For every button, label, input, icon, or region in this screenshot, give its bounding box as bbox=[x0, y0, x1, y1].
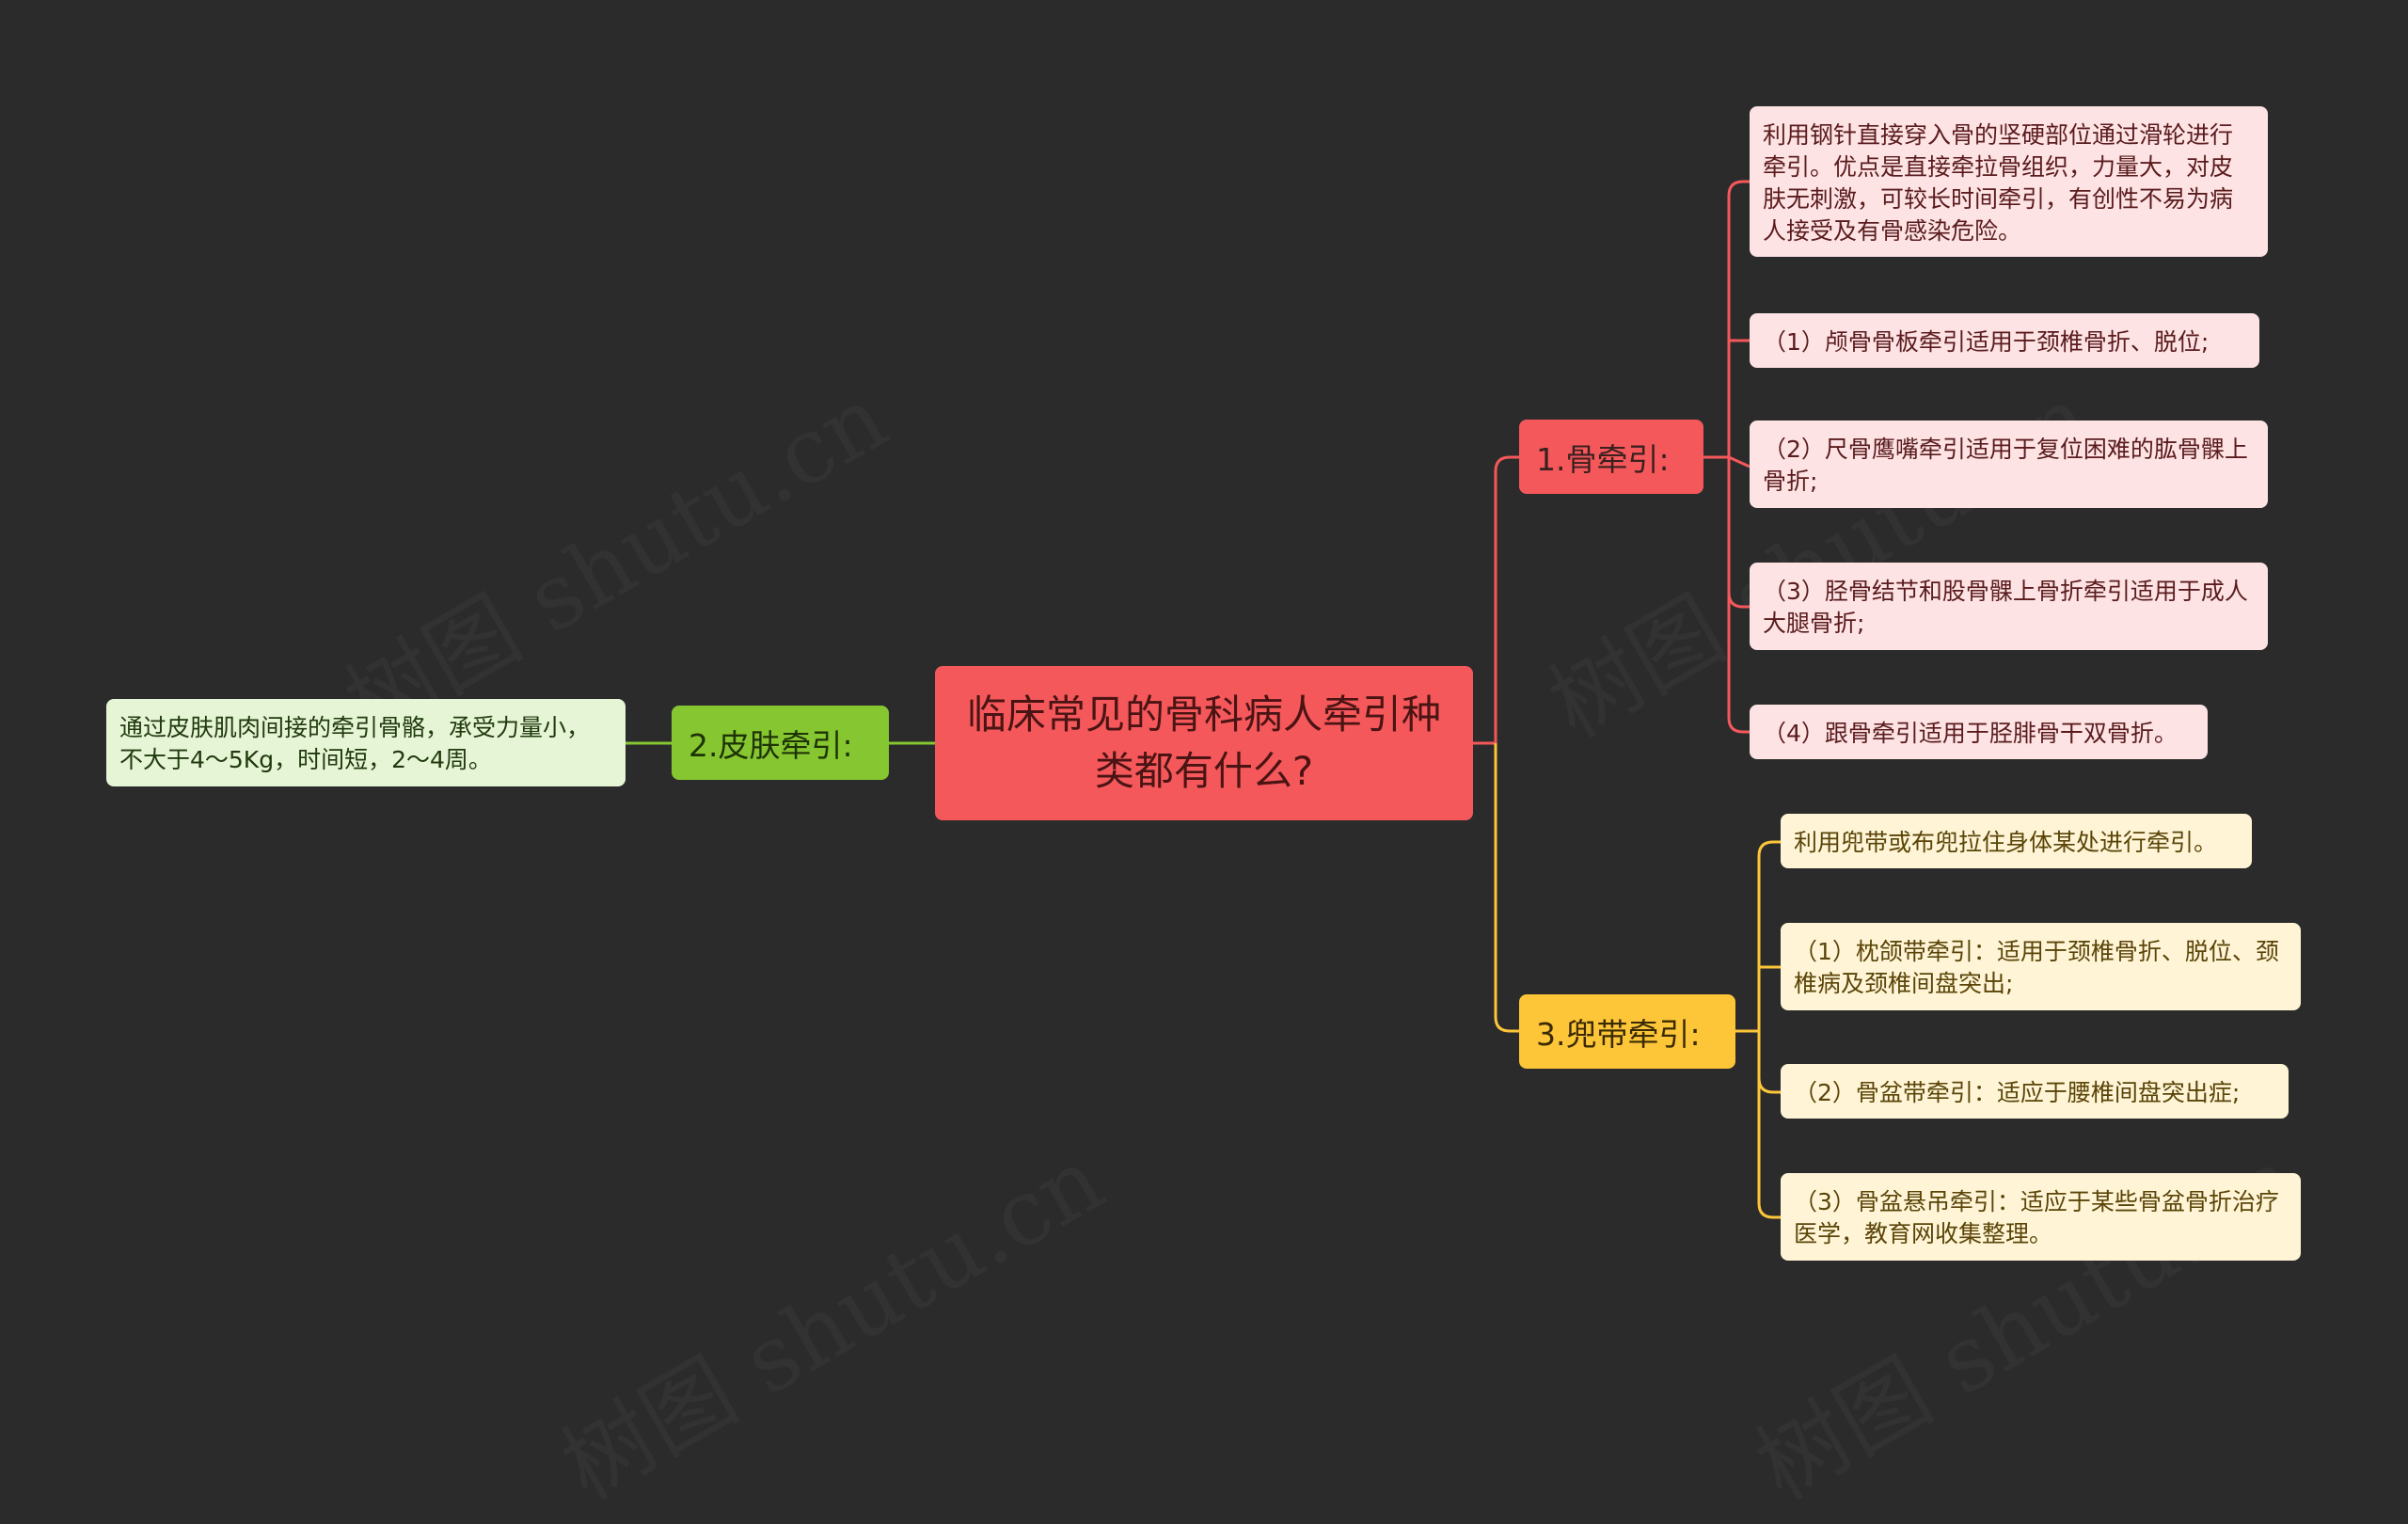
link-sling-leaves bbox=[1735, 840, 1781, 1219]
branch-label: 3.兜带牵引: bbox=[1536, 1015, 1701, 1053]
leaf-text: （2）骨盆带牵引：适应于腰椎间盘突出症; bbox=[1794, 1079, 2241, 1106]
leaf-sling-occipital[interactable]: （1）枕颌带牵引：适用于颈椎骨折、脱位、颈椎病及颈椎间盘突出; bbox=[1781, 923, 2301, 1010]
leaf-bone-olecranon[interactable]: （2）尺骨鹰嘴牵引适用于复位困难的肱骨髁上骨折; bbox=[1750, 421, 2268, 508]
link-center-bone bbox=[1473, 455, 1519, 745]
leaf-text: 利用兜带或布兜拉住身体某处进行牵引。 bbox=[1794, 829, 2218, 856]
leaf-bone-definition[interactable]: 利用钢针直接穿入骨的坚硬部位通过滑轮进行牵引。优点是直接牵拉骨组织，力量大，对皮… bbox=[1750, 106, 2268, 257]
leaf-sling-definition[interactable]: 利用兜带或布兜拉住身体某处进行牵引。 bbox=[1781, 814, 2252, 868]
branch-label: 2.皮肤牵引: bbox=[689, 726, 853, 764]
leaf-text: （3）胫骨结节和股骨髁上骨折牵引适用于成人大腿骨折; bbox=[1763, 578, 2248, 637]
branch-label: 1.骨牵引: bbox=[1536, 440, 1670, 478]
link-bone-leaves bbox=[1703, 180, 1751, 734]
leaf-text: （1）颅骨骨板牵引适用于颈椎骨折、脱位; bbox=[1763, 328, 2210, 356]
leaf-sling-pelvic-belt[interactable]: （2）骨盆带牵引：适应于腰椎间盘突出症; bbox=[1781, 1064, 2289, 1119]
leaf-bone-tibia[interactable]: （3）胫骨结节和股骨髁上骨折牵引适用于成人大腿骨折; bbox=[1750, 563, 2268, 650]
leaf-skin-definition[interactable]: 通过皮肤肌肉间接的牵引骨骼，承受力量小，不大于4～5Kg，时间短，2～4周。 bbox=[106, 699, 626, 786]
connector-lines bbox=[626, 180, 1781, 1219]
leaf-text: （4）跟骨牵引适用于胫腓骨干双骨折。 bbox=[1763, 720, 2178, 747]
leaf-bone-skull[interactable]: （1）颅骨骨板牵引适用于颈椎骨折、脱位; bbox=[1750, 313, 2259, 368]
central-topic[interactable]: 临床常见的骨科病人牵引种类都有什么? bbox=[935, 666, 1473, 820]
branch-sling-traction[interactable]: 3.兜带牵引: bbox=[1519, 994, 1735, 1069]
leaf-text: （2）尺骨鹰嘴牵引适用于复位困难的肱骨髁上骨折; bbox=[1763, 436, 2248, 495]
leaf-text: （1）枕颌带牵引：适用于颈椎骨折、脱位、颈椎病及颈椎间盘突出; bbox=[1794, 938, 2279, 997]
branch-skin-traction[interactable]: 2.皮肤牵引: bbox=[672, 706, 889, 780]
leaf-bone-calcaneus[interactable]: （4）跟骨牵引适用于胫腓骨干双骨折。 bbox=[1750, 705, 2208, 759]
leaf-text: （3）骨盆悬吊牵引：适应于某些骨盆骨折治疗医学，教育网收集整理。 bbox=[1794, 1188, 2279, 1247]
leaf-text: 通过皮肤肌肉间接的牵引骨骼，承受力量小，不大于4～5Kg，时间短，2～4周。 bbox=[119, 714, 591, 773]
leaf-text: 利用钢针直接穿入骨的坚硬部位通过滑轮进行牵引。优点是直接牵拉骨组织，力量大，对皮… bbox=[1763, 121, 2234, 245]
branch-bone-traction[interactable]: 1.骨牵引: bbox=[1519, 420, 1703, 494]
leaf-sling-pelvic-suspension[interactable]: （3）骨盆悬吊牵引：适应于某些骨盆骨折治疗医学，教育网收集整理。 bbox=[1781, 1173, 2301, 1261]
central-topic-label: 临床常见的骨科病人牵引种类都有什么? bbox=[966, 691, 1441, 794]
link-center-sling bbox=[1494, 743, 1519, 1033]
